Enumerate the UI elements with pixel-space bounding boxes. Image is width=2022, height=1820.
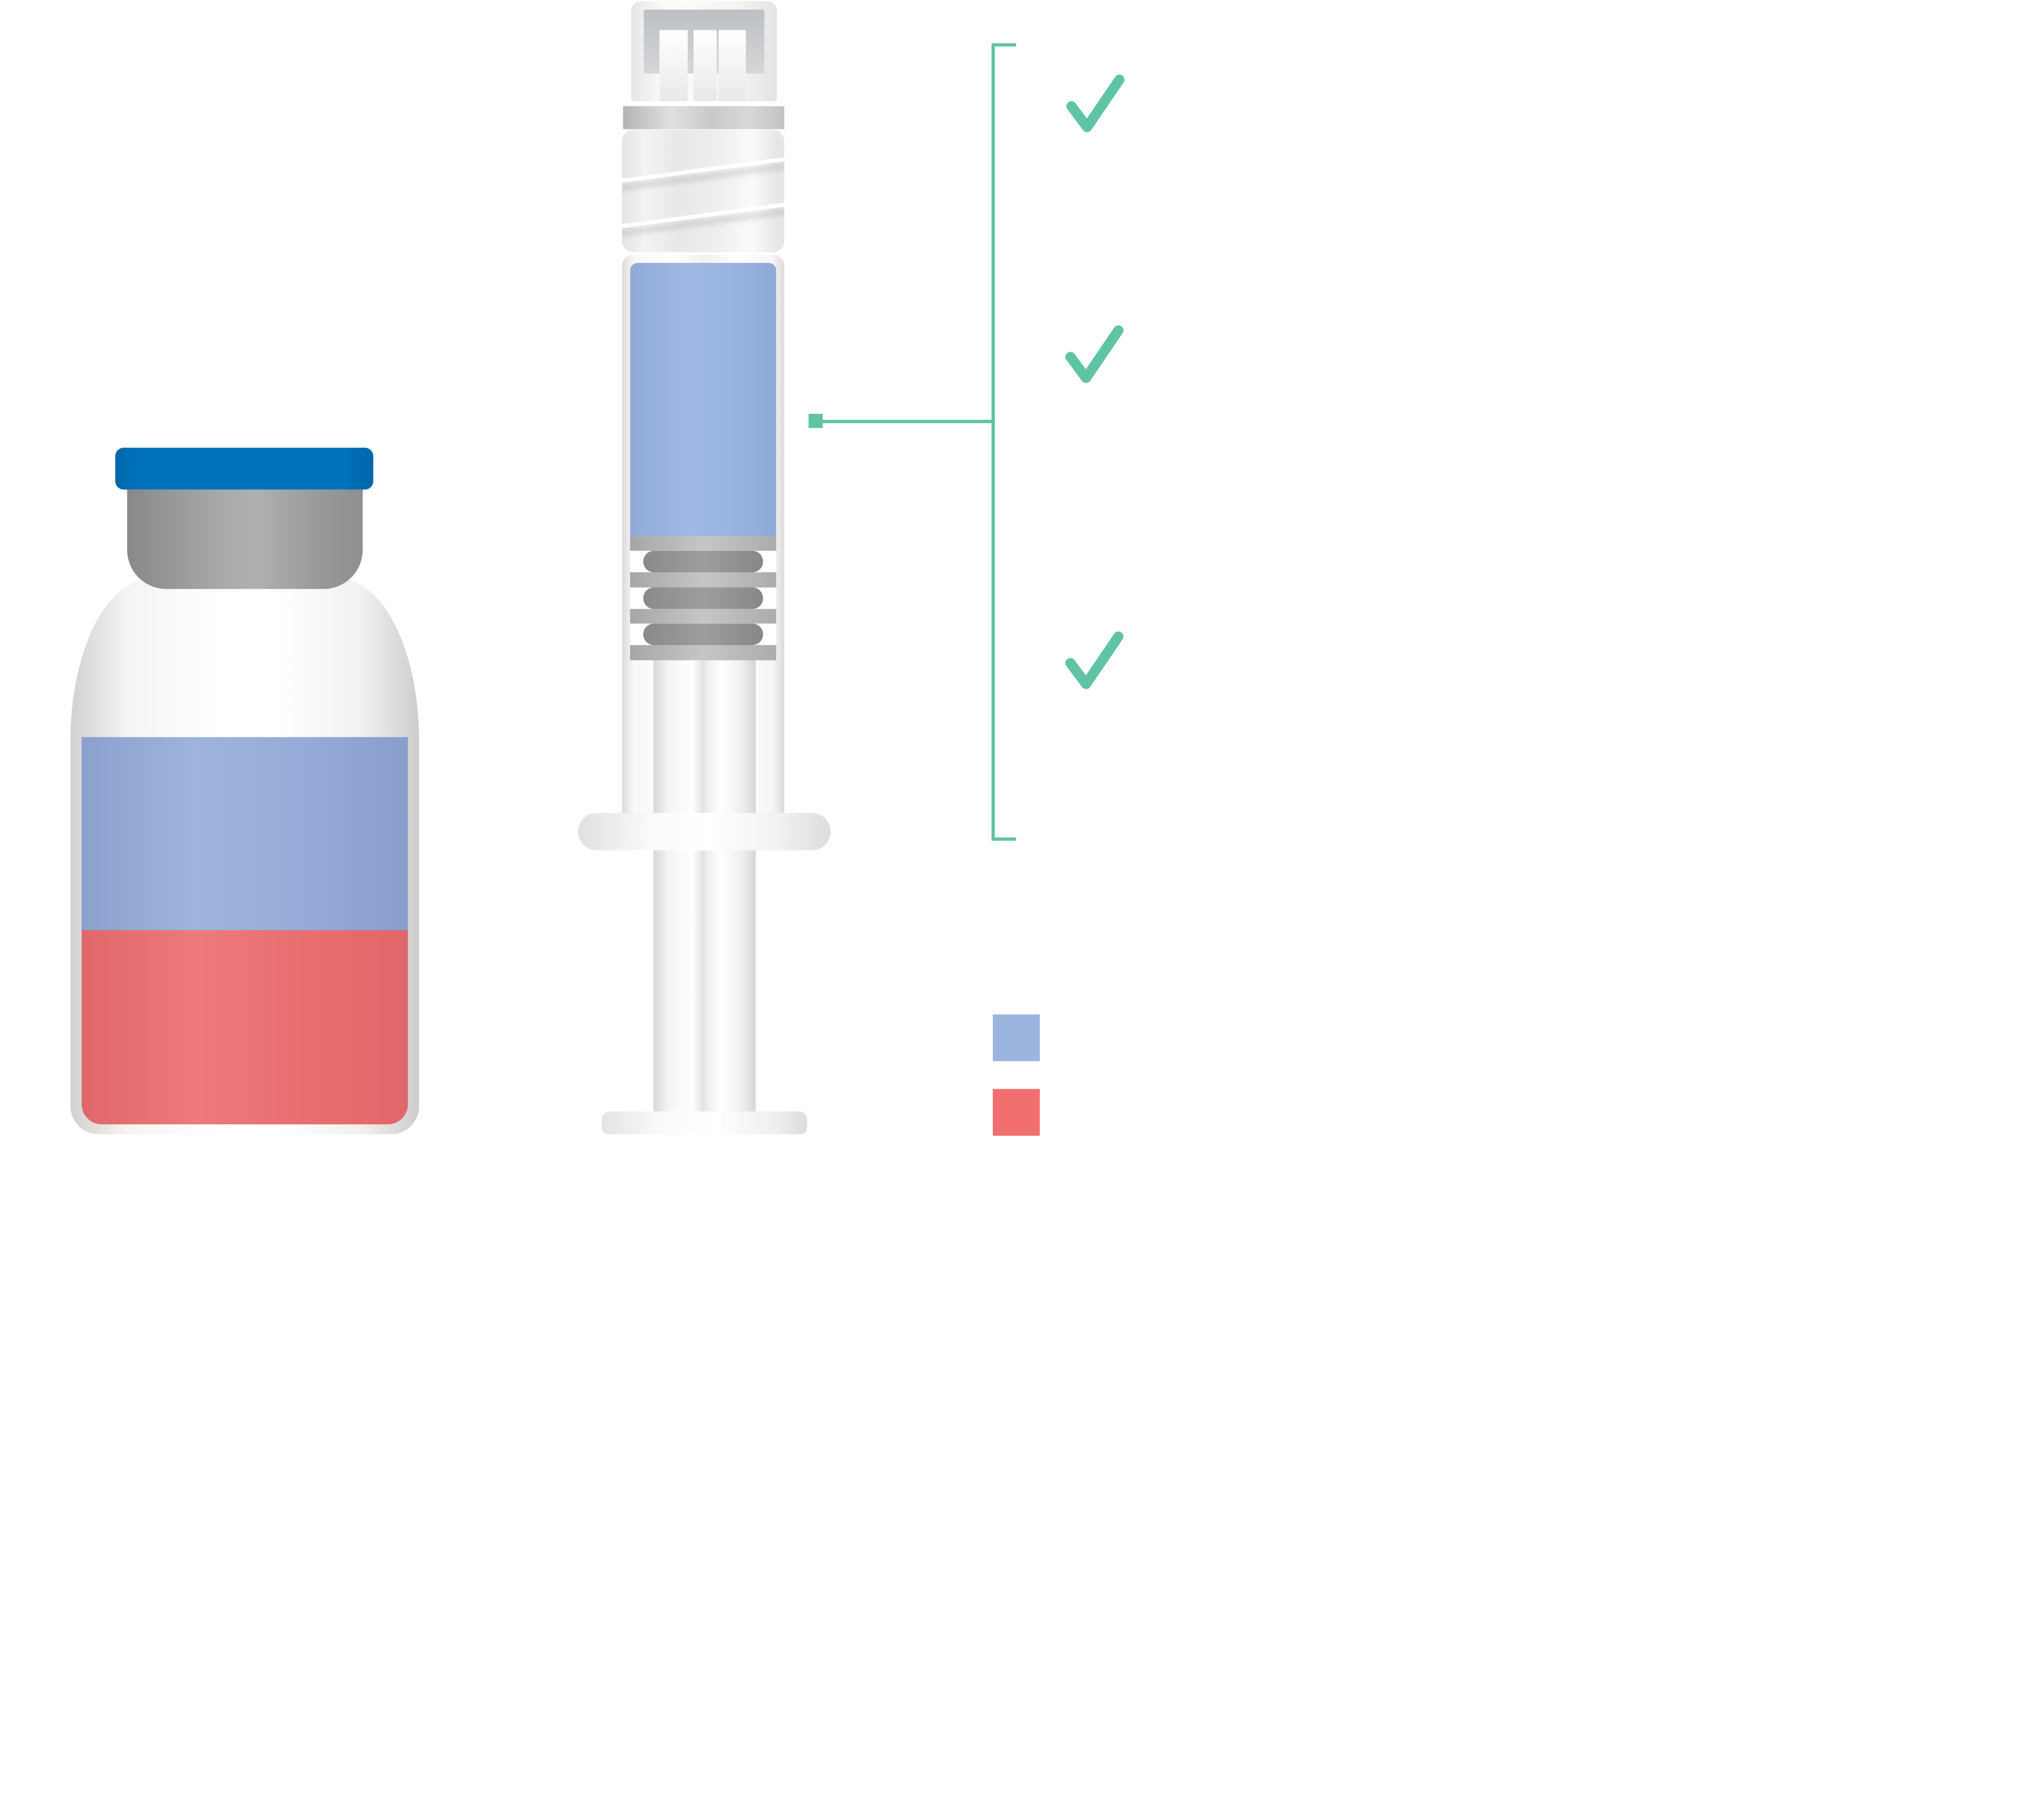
illustration-canvas	[70, 1, 1125, 1136]
stopper-rib	[630, 623, 776, 645]
syringe-tip-cap	[631, 1, 777, 101]
stopper-rib-dark	[643, 587, 763, 609]
stopper-rib-dark	[643, 550, 763, 572]
stopper-band	[630, 645, 776, 660]
syringe-tip-cap-rib	[694, 30, 717, 101]
syringe-finger-flange	[578, 813, 831, 851]
stopper-band	[630, 572, 776, 588]
stopper-band	[630, 609, 776, 624]
stopper-rib	[630, 587, 776, 609]
syringe-glass-highlight	[622, 154, 785, 185]
vial-cap	[115, 447, 374, 490]
callout-bracket-tick-top	[991, 43, 1016, 47]
checkmark-icon	[1066, 74, 1125, 132]
syringe-tip-cap-rib	[718, 30, 746, 101]
vial-upper-liquid	[81, 737, 408, 930]
syringe-plunger-stopper	[630, 536, 776, 660]
callout-bracket-tick-bottom	[991, 837, 1016, 841]
stopper-rib	[630, 550, 776, 572]
checkmark-icon	[1065, 631, 1124, 689]
syringe-barrel-neck	[622, 129, 785, 252]
legend-swatch-lower-liquid	[993, 1089, 1040, 1136]
stopper-rib-dark	[643, 623, 763, 645]
syringe-plunger-rod-upper	[653, 660, 756, 813]
vial-lower-liquid	[81, 930, 408, 1124]
square-marker-icon	[808, 414, 823, 428]
syringe-liquid	[630, 263, 776, 536]
stopper-band	[630, 536, 776, 551]
callout-connector-line	[823, 420, 995, 423]
syringe-plunger-rod-lower	[653, 850, 756, 1112]
vial-crimp-seal	[127, 489, 363, 589]
checkmark-icon	[1065, 325, 1124, 383]
legend-swatch-upper-liquid	[993, 1014, 1040, 1061]
syringe-glass-highlight	[622, 200, 785, 230]
syringe-collar	[623, 106, 785, 129]
callout-bracket-line	[991, 43, 995, 841]
syringe-thumb-rest	[602, 1111, 807, 1134]
syringe-tip-cap-rib	[659, 30, 688, 101]
